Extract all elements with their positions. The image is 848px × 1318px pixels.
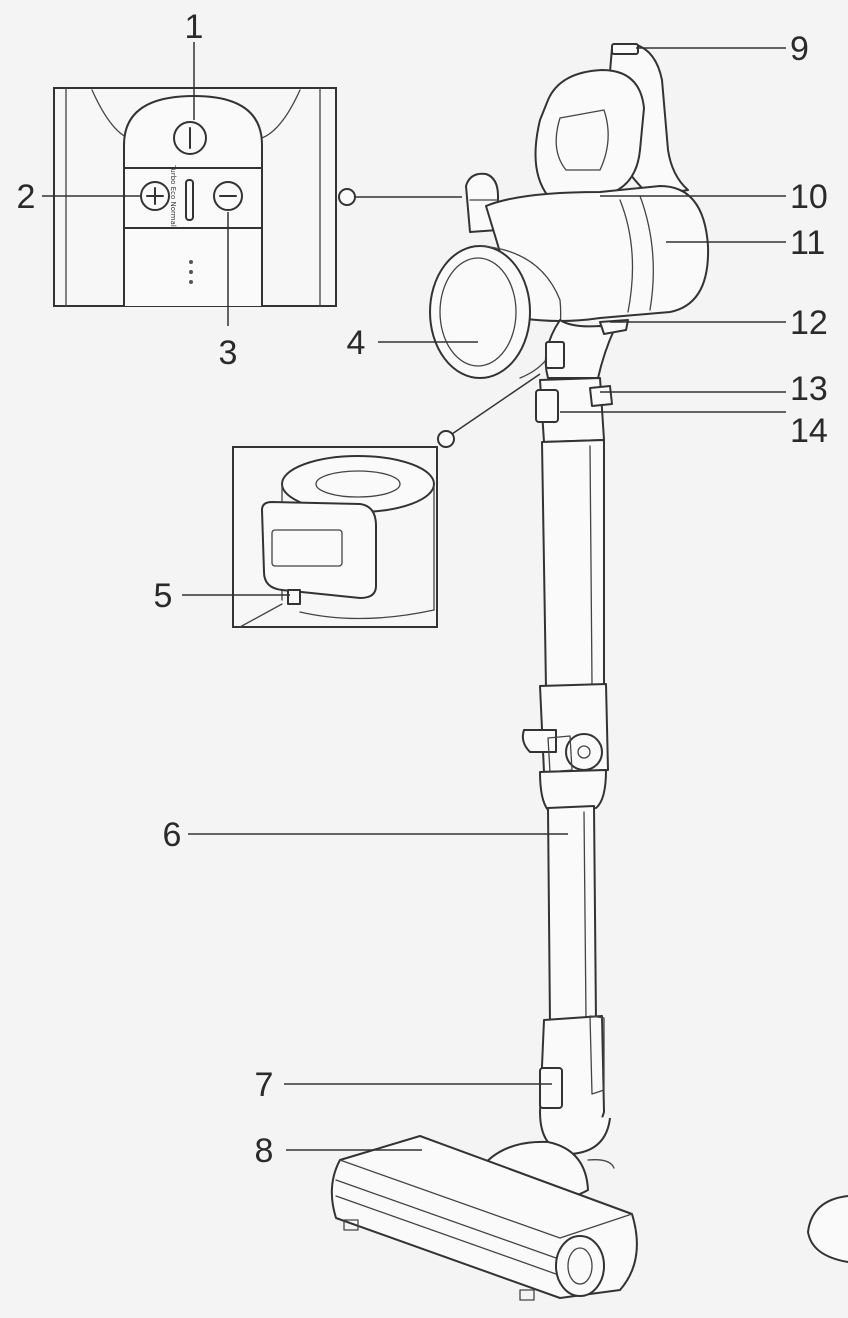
indicator-dot xyxy=(189,270,193,274)
callout-labels: 1 2 3 4 5 6 7 8 9 10 11 12 13 14 xyxy=(17,8,828,1170)
callout-10: 10 xyxy=(790,178,828,216)
power-button-icon xyxy=(173,121,207,155)
filter-latch xyxy=(599,319,629,335)
inset-connector xyxy=(437,430,455,448)
callout-1: 1 xyxy=(185,8,204,46)
minus-button-icon xyxy=(213,181,243,211)
upper-tube xyxy=(541,439,605,689)
handle xyxy=(534,69,645,197)
callout-14: 14 xyxy=(790,412,828,450)
callout-8: 8 xyxy=(255,1132,274,1170)
callout-11: 11 xyxy=(790,224,825,262)
partial-accessory xyxy=(807,1195,848,1263)
battery-led xyxy=(611,43,639,55)
mode-text: Turbo Eco Normal xyxy=(169,164,177,227)
dust-bin xyxy=(429,245,531,379)
indicator-dot xyxy=(189,280,193,284)
bin-release xyxy=(545,341,565,369)
callout-2: 2 xyxy=(17,178,36,216)
inset-control-panel: Turbo Eco Normal xyxy=(53,87,337,307)
tube-release-bottom xyxy=(539,1067,563,1109)
callout-13: 13 xyxy=(790,370,828,408)
tube-release-top xyxy=(535,389,559,423)
callout-6: 6 xyxy=(163,816,182,854)
vacuum-body xyxy=(330,43,848,1301)
leader-lines xyxy=(42,42,786,1151)
callout-9: 9 xyxy=(790,30,809,68)
level-indicator xyxy=(185,179,194,221)
lower-tube xyxy=(547,805,597,1025)
callout-3: 3 xyxy=(219,334,238,372)
callout-7: 7 xyxy=(255,1066,274,1104)
plus-button-icon xyxy=(140,181,170,211)
callout-12: 12 xyxy=(790,304,828,342)
inset-connector xyxy=(338,188,356,206)
indicator-dot xyxy=(189,260,193,264)
release-button xyxy=(287,589,301,605)
callout-4: 4 xyxy=(347,324,366,362)
callout-5: 5 xyxy=(154,577,173,615)
inset-dust-bin xyxy=(232,446,438,628)
